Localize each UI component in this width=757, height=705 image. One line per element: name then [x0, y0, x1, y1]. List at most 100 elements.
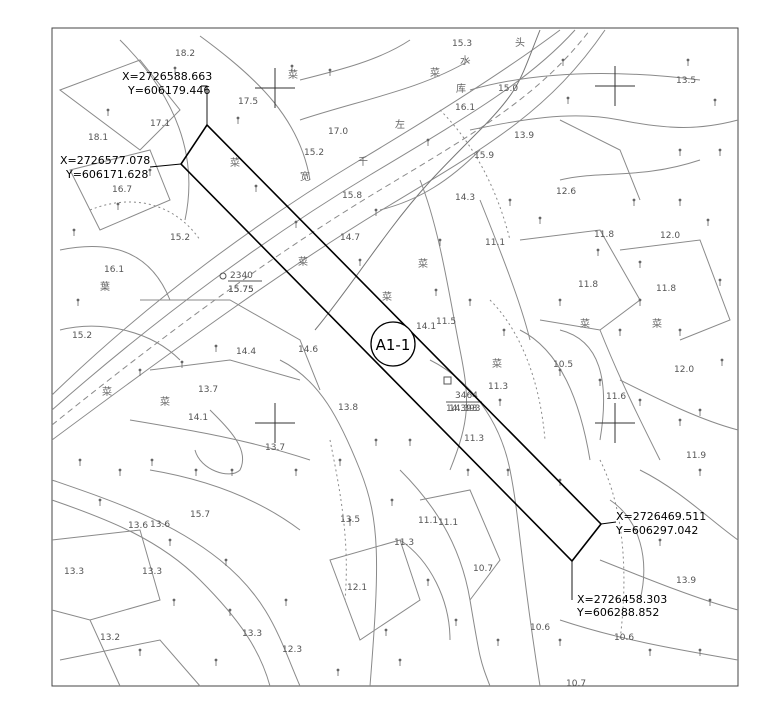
survey-pin [502, 328, 506, 336]
survey-pin [348, 518, 352, 526]
elevation-label: 15.2 [170, 233, 190, 243]
corner-callout-3: X=2726469.511 Y=606297.042 [600, 510, 706, 537]
elevation-label: 18.1 [88, 133, 108, 143]
corner-x: X=2726458.303 [577, 593, 667, 606]
survey-pin [708, 598, 712, 606]
parcel-id: A1-1 [376, 336, 411, 354]
survey-pin [718, 278, 722, 286]
map-characters: 葉菜水库左千宽头菜菜菜菜菜菜菜菜菜菜 [100, 37, 662, 408]
benchmark-id: 2340 [230, 271, 253, 281]
map-character: 宽 [300, 170, 310, 183]
survey-pin [558, 298, 562, 306]
survey-pin [76, 298, 80, 306]
elevation-label: 14.1 [188, 413, 208, 423]
survey-pin [173, 66, 177, 74]
elevation-label: 15.2 [304, 148, 324, 158]
elevation-label: 13.3 [242, 629, 262, 639]
elevation-label: 11.8 [578, 280, 598, 290]
survey-pin [254, 184, 258, 192]
corner-y: Y=606288.852 [576, 606, 659, 619]
corner-y: Y=606179.446 [127, 84, 210, 97]
elevation-label: 14.7 [340, 233, 360, 243]
elevation-label: 12.1 [347, 583, 367, 593]
survey-pin [336, 668, 340, 676]
survey-pin [566, 96, 570, 104]
survey-pin [454, 618, 458, 626]
survey-pin [180, 360, 184, 368]
survey-pin [138, 368, 142, 376]
elevation-label: 11.3 [464, 434, 484, 444]
survey-pin [228, 608, 232, 616]
elevation-label: 11.3 [488, 382, 508, 392]
survey-pin [236, 116, 240, 124]
elevation-label: 13.9 [676, 576, 696, 586]
survey-pin [398, 658, 402, 666]
survey-pin [648, 648, 652, 656]
survey-pin [538, 216, 542, 224]
elevation-label: 15.75 [228, 285, 254, 295]
survey-pin [168, 538, 172, 546]
elevation-labels: 18.217.517.116.718.115.215.315.013.513.9… [64, 39, 706, 689]
survey-pin [466, 468, 470, 476]
survey-pin [116, 202, 120, 210]
survey-pin [438, 238, 442, 246]
elevation-label: 15.0 [498, 84, 518, 94]
map-character: 头 [515, 37, 525, 49]
survey-pin [358, 258, 362, 266]
survey-pin [718, 148, 722, 156]
survey-pin [720, 358, 724, 366]
survey-pin [638, 398, 642, 406]
contour-and-boundary-lines [51, 29, 739, 687]
corner-y: Y=606297.042 [615, 524, 698, 537]
map-character: 水 [460, 55, 470, 67]
elevation-label: 10.7 [566, 679, 586, 689]
elevation-label: 10.7 [473, 564, 493, 574]
grid-crosses [255, 66, 635, 443]
corner-x: X=2726577.078 [60, 154, 150, 167]
corner-y: Y=606171.628 [65, 168, 148, 181]
survey-pin [214, 344, 218, 352]
map-character: 菜 [652, 318, 662, 330]
map-character: 菜 [418, 258, 428, 270]
elevation-label: 13.3 [64, 567, 84, 577]
benchmark-2340: 2340 15.75 [219, 271, 262, 295]
elevation-label: 13.3 [142, 567, 162, 577]
corner-callout-2: X=2726577.078 Y=606171.628 [60, 154, 182, 181]
survey-pin [698, 468, 702, 476]
map-character: 葉 [100, 280, 110, 293]
survey-pin [496, 638, 500, 646]
elevation-label: 14.393 [449, 404, 481, 414]
survey-pin [508, 198, 512, 206]
map-character: 菜 [580, 318, 590, 330]
elevation-label: 17.1 [150, 119, 170, 129]
map-character: 菜 [492, 358, 502, 370]
survey-pin [698, 408, 702, 416]
survey-pin [558, 638, 562, 646]
survey-pin [678, 198, 682, 206]
map-character: 菜 [160, 396, 170, 408]
survey-pin [618, 328, 622, 336]
survey-pin [561, 58, 565, 66]
elevation-label: 13.7 [265, 443, 285, 453]
elevation-label: 13.5 [340, 515, 360, 525]
elevation-label: 15.2 [72, 331, 92, 341]
survey-pin [408, 438, 412, 446]
survey-pin [138, 648, 142, 656]
elevation-label: 13.5 [676, 76, 696, 86]
survey-pin [374, 208, 378, 216]
corner-x: X=2726469.511 [616, 510, 706, 523]
survey-pin [106, 108, 110, 116]
elevation-label: 15.7 [190, 510, 210, 520]
elevation-label: 16.1 [104, 265, 124, 275]
map-character: 菜 [230, 157, 240, 169]
survey-pin [686, 58, 690, 66]
elevation-label: 10.6 [614, 633, 634, 643]
survey-pin [72, 228, 76, 236]
survey-pin [426, 138, 430, 146]
survey-pin [713, 98, 717, 106]
elevation-label: 13.6 [150, 520, 170, 530]
corner-callout-4: X=2726458.303 Y=606288.852 [571, 561, 667, 619]
survey-pin [294, 220, 298, 228]
survey-pin [558, 368, 562, 376]
